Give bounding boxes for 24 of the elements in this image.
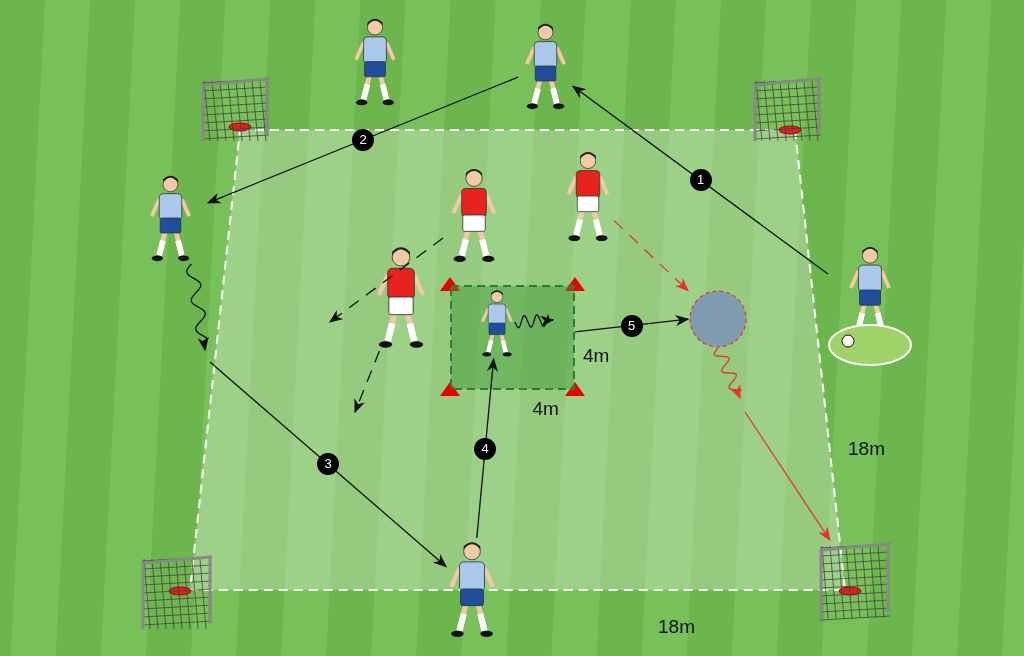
dimension-label: 18m: [658, 616, 695, 638]
run-arrow: [354, 350, 381, 414]
step-number: 3: [317, 453, 339, 476]
step-number: 4: [474, 437, 497, 460]
dribble-arrow: [713, 347, 743, 400]
dimension-label: 4m: [532, 398, 559, 420]
dimension-label: 4m: [583, 345, 610, 367]
dribble-arrow: [514, 313, 555, 329]
run-arrow: [328, 237, 444, 323]
step-number: 2: [352, 128, 374, 151]
dribble-arrow: [186, 263, 209, 352]
step-number: 5: [620, 314, 643, 337]
pass-arrow: [574, 315, 690, 333]
training-square: [450, 285, 575, 390]
pass-arrow: [209, 361, 448, 568]
pass-arrow: [206, 76, 519, 204]
step-number: 1: [689, 169, 712, 192]
pass-arrow: [476, 357, 498, 539]
pass-arrow: [571, 85, 829, 275]
run-arrow: [613, 219, 689, 292]
dimension-label: 18m: [848, 438, 885, 460]
player-figure: [479, 287, 515, 359]
pass-arrow: [744, 411, 831, 542]
target-zone: [688, 290, 748, 348]
